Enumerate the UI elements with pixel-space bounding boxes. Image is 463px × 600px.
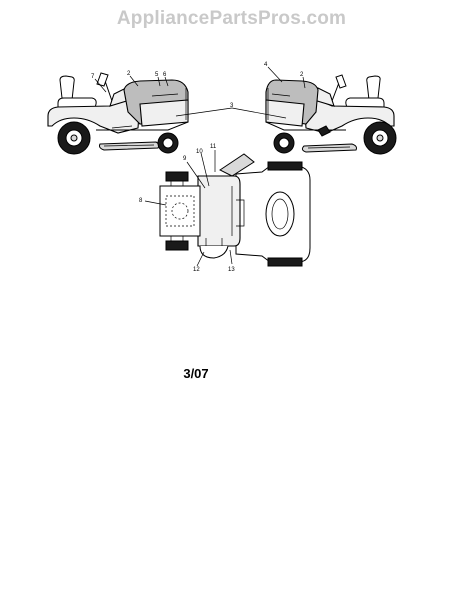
tractor-top-view: [159, 153, 311, 267]
callout-2-left: 2: [127, 71, 131, 77]
date-code: 3/07: [183, 366, 209, 381]
watermark: AppliancePartsPros.com: [116, 8, 347, 29]
callout-5: 5: [155, 72, 159, 78]
callout-2-right: 2: [300, 72, 304, 78]
callout-7: 7: [91, 74, 95, 80]
callout-4: 4: [264, 62, 268, 68]
callout-13: 13: [228, 267, 235, 273]
tractor-right-side-view: [265, 74, 397, 155]
callout-9: 9: [183, 156, 187, 162]
callout-6: 6: [163, 72, 167, 78]
callout-11: 11: [210, 144, 217, 150]
tractor-left-side-view: [47, 72, 189, 155]
callout-12: 12: [193, 267, 200, 273]
callout-10: 10: [196, 149, 203, 155]
leader-lines: [94, 66, 306, 267]
callout-3: 3: [230, 103, 234, 109]
callout-8: 8: [139, 198, 143, 204]
